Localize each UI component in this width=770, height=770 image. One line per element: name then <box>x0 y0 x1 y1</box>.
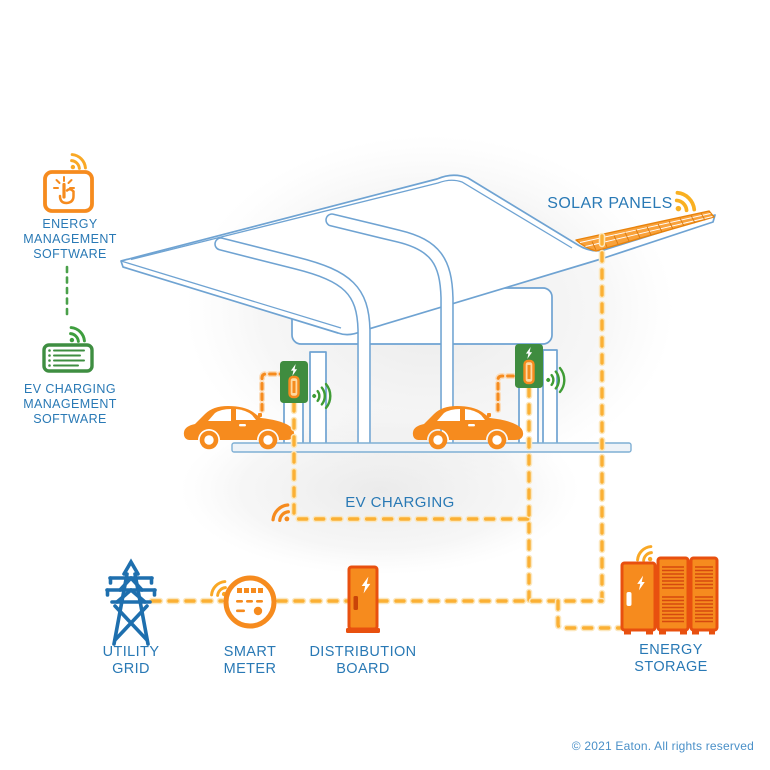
solar-panel-array <box>575 210 715 252</box>
line-bus-to-storage <box>556 599 623 630</box>
solar-panels-label: SOLAR PANELS <box>547 195 673 212</box>
wifi-signal-icon <box>69 153 87 171</box>
ev-charging-management-software-label: EV CHARGING MANAGEMENT SOFTWARE <box>23 382 117 426</box>
ev-charger-1 <box>280 361 340 411</box>
copyright-text: © 2021 Eaton. All rights reserved <box>571 739 754 753</box>
energy-storage-label: ENERGY STORAGE <box>634 642 708 675</box>
car-1 <box>183 406 295 450</box>
canopy-pillar-right <box>325 213 454 450</box>
smart-meter-label: SMART METER <box>223 644 277 677</box>
energy-management-software-label: ENERGY MANAGEMENT SOFTWARE <box>23 217 117 261</box>
utility-grid-label: UTILITY GRID <box>102 644 160 677</box>
smart-meter-icon <box>210 575 277 629</box>
line-charger1-to-bus <box>292 401 531 521</box>
canopy-pillar-left <box>214 237 371 450</box>
wifi-signal-icon <box>68 326 86 344</box>
distribution-board-label: DISTRIBUTION BOARD <box>309 644 417 677</box>
wifi-signal-icon <box>210 580 228 598</box>
cable-car2-to-charger2 <box>496 374 519 412</box>
canopy-pillars <box>214 213 454 450</box>
connection-lines <box>65 232 625 632</box>
wifi-signal-icon <box>636 545 654 563</box>
distribution-board-icon <box>346 565 380 633</box>
touch-pointer-icon <box>53 176 75 205</box>
energy-storage-icon <box>620 545 719 635</box>
energy-management-software-icon <box>43 153 94 213</box>
ev-charging-label: EV CHARGING <box>345 494 455 511</box>
ev-charging-management-software-icon <box>42 326 94 373</box>
car-2 <box>412 406 524 450</box>
checklist-icon <box>48 349 85 367</box>
canopy-roof <box>120 174 716 336</box>
cable-car1-to-charger1 <box>260 372 289 412</box>
ev-charger-2 <box>515 344 574 395</box>
utility-grid-icon <box>105 558 157 646</box>
